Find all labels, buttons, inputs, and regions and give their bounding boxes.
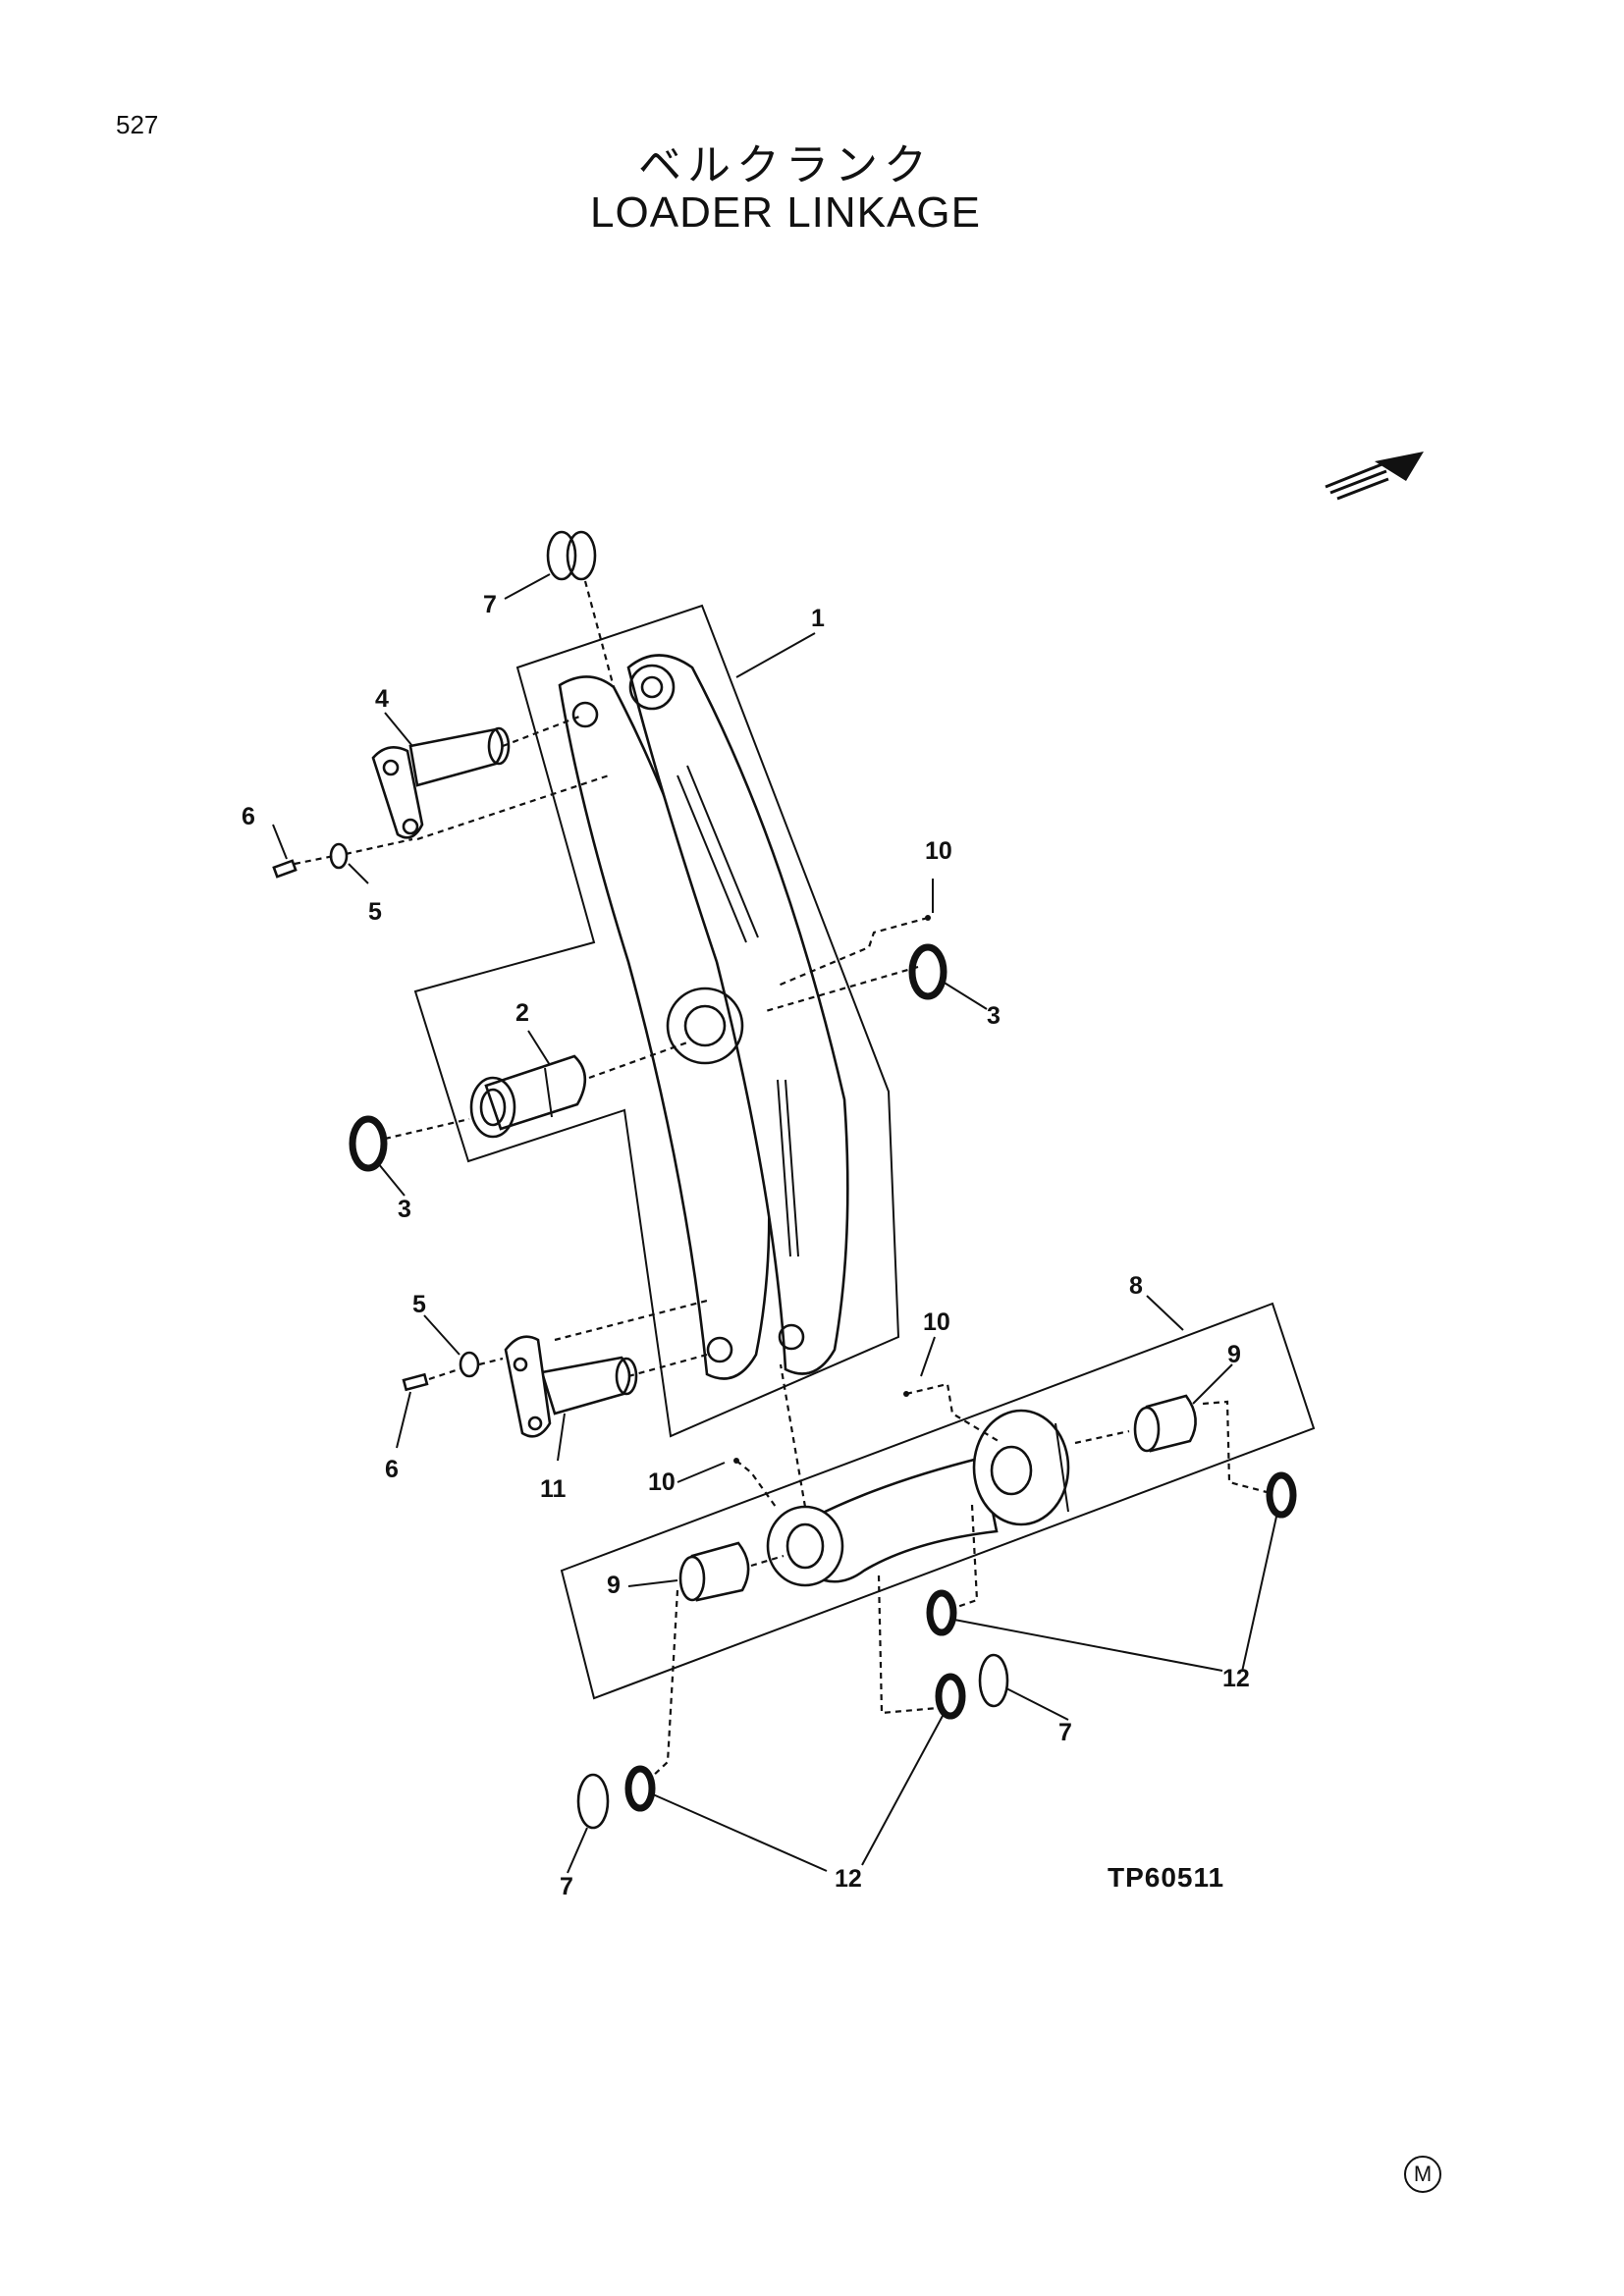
- callout-label: 12: [835, 1865, 862, 1893]
- front-direction-arrow-icon: [1325, 452, 1424, 501]
- callout-label: 10: [925, 837, 952, 865]
- callout-label: 11: [540, 1475, 567, 1503]
- ring-3-left: [349, 1115, 388, 1172]
- callout-label: 7: [1058, 1719, 1072, 1746]
- callout-label: 10: [648, 1468, 676, 1496]
- bell-crank: [558, 654, 849, 1380]
- bell-crank-group-box: [413, 604, 900, 1438]
- callout-label: 12: [1222, 1665, 1250, 1692]
- callout-labels: 1 2 3 3 4 5 5 6 6 7 7 7 8 9 9 10 10 10 1…: [242, 591, 1250, 1900]
- ring-7-upper: [546, 530, 597, 581]
- seal-12-right: [1266, 1471, 1297, 1519]
- callout-label: 3: [987, 1002, 1001, 1030]
- callout-label: 5: [412, 1291, 426, 1318]
- callout-label: 6: [242, 803, 255, 830]
- ring-7-bottom-left: [576, 1773, 610, 1830]
- washer-5-upper: [329, 842, 349, 870]
- pin-4: [371, 726, 511, 839]
- callout-label: 9: [607, 1572, 621, 1599]
- washer-5-lower: [459, 1351, 480, 1378]
- seal-12-bottom: [935, 1673, 966, 1720]
- callout-label: 3: [398, 1196, 411, 1223]
- callout-label: 10: [923, 1308, 950, 1336]
- ring-7-right: [978, 1653, 1009, 1708]
- link-group-box: [560, 1302, 1316, 1700]
- pin-11: [504, 1335, 638, 1438]
- corner-mark: M: [1404, 2156, 1441, 2193]
- callout-label: 5: [368, 898, 382, 926]
- seal-12-middle: [926, 1589, 957, 1636]
- callout-label: 6: [385, 1456, 399, 1483]
- callout-label: 7: [483, 591, 497, 618]
- bushing-9-left: [678, 1541, 750, 1602]
- bushing-9-right: [1133, 1394, 1197, 1453]
- seal-12-left: [624, 1765, 656, 1812]
- title-japanese: ベルクランク: [638, 140, 933, 190]
- link-rod: [766, 1409, 1070, 1587]
- callout-label: 1: [811, 605, 825, 632]
- callout-label: 9: [1227, 1341, 1241, 1368]
- bolt-6-lower: [402, 1372, 429, 1392]
- pin-2: [469, 1054, 587, 1139]
- figure-code: TP60511: [1108, 1862, 1225, 1893]
- callout-label: 2: [515, 999, 529, 1027]
- ring-3-right: [908, 943, 947, 1000]
- page-number: 527: [116, 110, 159, 139]
- title-english: LOADER LINKAGE: [590, 188, 981, 237]
- callout-label: 7: [560, 1873, 573, 1900]
- bolt-6-upper: [272, 859, 298, 879]
- leader-lines: [272, 573, 1277, 1874]
- callout-label: 8: [1129, 1272, 1143, 1300]
- callout-label: 4: [375, 685, 389, 713]
